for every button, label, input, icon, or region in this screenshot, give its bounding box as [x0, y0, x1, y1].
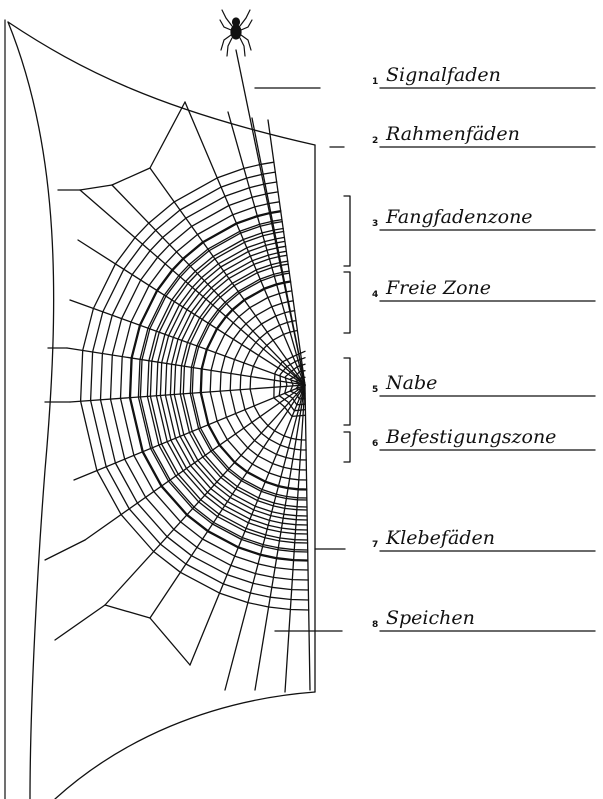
spoke-thread — [268, 120, 305, 385]
secondary-thread — [80, 185, 112, 190]
label-number-7: 7 — [372, 541, 378, 550]
secondary-thread — [55, 605, 105, 640]
label-number-3: 3 — [372, 220, 378, 229]
label-nabe: Nabe — [386, 374, 437, 393]
secondary-thread — [45, 540, 85, 560]
secondary-thread — [105, 605, 150, 618]
label-freie-zone: Freie Zone — [386, 279, 491, 298]
spoke-thread — [190, 385, 305, 665]
frame-thread-bottom — [55, 692, 315, 799]
label-befestigungszone: Befestigungszone — [386, 428, 556, 447]
label-signalfaden: Signalfaden — [386, 66, 501, 85]
label-number-1: 1 — [372, 78, 378, 87]
bracket-nabe — [344, 358, 350, 425]
bracket-fangfadenzone — [344, 196, 350, 266]
label-fangfadenzone: Fangfadenzone — [386, 208, 533, 227]
label-number-4: 4 — [372, 291, 378, 300]
secondary-thread — [112, 168, 150, 185]
frame-thread-left — [8, 22, 54, 799]
secondary-thread — [150, 102, 185, 168]
label-rahmenfaeden: Rahmenfäden — [386, 125, 520, 144]
label-number-5: 5 — [372, 386, 378, 395]
label-number-8: 8 — [372, 621, 378, 630]
label-number-6: 6 — [372, 440, 378, 449]
spider-icon — [220, 10, 252, 56]
spoke-thread — [252, 118, 305, 385]
bracket-freie-zone — [344, 272, 350, 333]
spoke-thread — [305, 385, 310, 690]
label-number-2: 2 — [372, 137, 378, 146]
secondary-thread — [150, 618, 190, 665]
label-speichen: Speichen — [386, 609, 475, 628]
label-klebefaeden: Klebefäden — [386, 529, 495, 548]
secondary-frame-threads — [45, 102, 190, 665]
spoke-thread — [228, 112, 305, 385]
bracket-befestigungszone — [344, 432, 350, 462]
